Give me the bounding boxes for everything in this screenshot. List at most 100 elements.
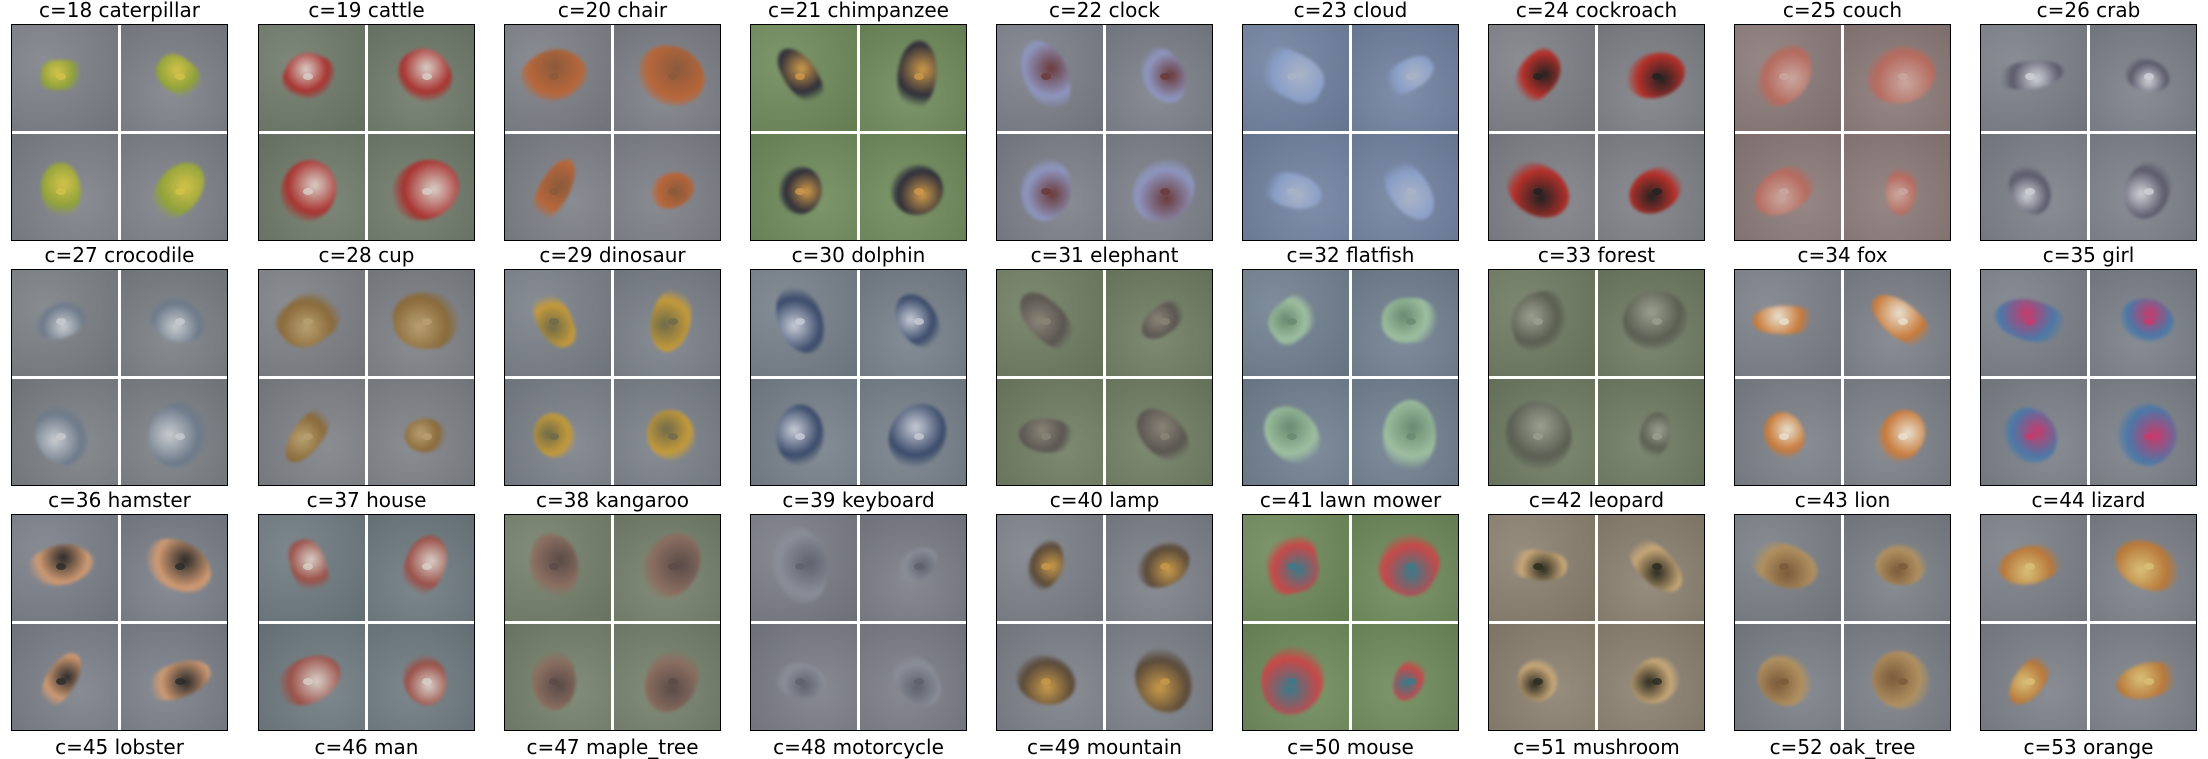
object-detail [1041,73,1051,80]
horizontal-separator [997,376,1212,379]
image-sample [860,515,966,621]
object-detail [914,188,924,195]
image-sample [1735,624,1841,730]
image-sample [12,624,118,730]
image-sample [12,134,118,240]
image-sample [751,515,857,621]
cell-title: c=32 flatfish [1286,243,1415,267]
cell-title: c=29 dinosaur [539,243,686,267]
image-sample [368,379,474,485]
object-detail [795,188,805,195]
object-detail [1160,433,1170,440]
image-sample [2090,624,2196,730]
object-detail [1160,678,1170,685]
generated-image-panel [11,24,228,241]
object-detail [795,433,805,440]
cell-title: c=28 cup [318,243,415,267]
object-detail [303,433,313,440]
object-detail [914,318,924,325]
object-detail [1406,678,1416,685]
cell-title: c=40 lamp [1049,488,1160,512]
object-detail [422,73,432,80]
object-detail [1406,433,1416,440]
image-sample [505,515,611,621]
image-sample [1489,624,1595,730]
horizontal-separator [12,131,227,134]
object-detail [668,678,678,685]
image-sample [121,25,227,131]
image-sample [1489,270,1595,376]
image-sample [1598,379,1704,485]
image-sample [12,270,118,376]
image-sample [860,379,966,485]
image-sample [614,25,720,131]
object-detail [1041,563,1051,570]
generated-image-panel [504,24,721,241]
image-sample [505,624,611,730]
cell-title: c=53 orange [2023,735,2154,759]
image-sample [1106,270,1212,376]
object-detail [2025,433,2035,440]
generated-image-panel [996,24,1213,241]
object-detail [422,188,432,195]
image-sample [860,134,966,240]
image-sample [860,624,966,730]
cell-title: c=50 mouse [1287,735,1414,759]
object-detail [2025,678,2035,685]
object-detail [1406,563,1416,570]
image-sample [2090,515,2196,621]
image-sample [997,134,1103,240]
image-sample [1243,270,1349,376]
cell-title: c=23 cloud [1293,0,1408,22]
object-detail [1160,73,1170,80]
object-detail [1041,318,1051,325]
image-sample [1735,134,1841,240]
image-sample [1598,624,1704,730]
object-detail [175,318,185,325]
object-detail [422,563,432,570]
image-sample [1352,25,1458,131]
object-detail [795,73,805,80]
image-sample [1243,624,1349,730]
cell-title: c=41 lawn mower [1259,488,1442,512]
image-sample [1106,379,1212,485]
cell-title: c=30 dolphin [791,243,926,267]
image-sample [1489,379,1595,485]
generated-image-panel [1734,514,1951,731]
object-detail [1406,318,1416,325]
image-sample [1735,379,1841,485]
image-sample [997,624,1103,730]
horizontal-separator [259,131,474,134]
image-sample [860,270,966,376]
generated-image-panel [1980,269,2197,486]
generated-image-panel [1242,24,1459,241]
image-sample [1844,515,1950,621]
image-sample [259,624,365,730]
object-detail [668,433,678,440]
image-sample [614,270,720,376]
object-detail [1533,563,1543,570]
object-detail [1533,318,1543,325]
object-detail [1533,73,1543,80]
object-detail [1779,678,1789,685]
image-sample [1844,270,1950,376]
image-sample [1352,515,1458,621]
horizontal-separator [1489,376,1704,379]
object-detail [56,563,66,570]
object-detail [1652,73,1662,80]
cell-title: c=48 motorcycle [773,735,944,759]
object-detail [1779,73,1789,80]
cell-title: c=46 man [314,735,419,759]
object-detail [1652,433,1662,440]
object-detail [1652,563,1662,570]
image-sample [2090,379,2196,485]
image-sample [614,379,720,485]
cell-title: c=43 lion [1794,488,1891,512]
object-detail [2025,563,2035,570]
generated-image-panel [1488,514,1705,731]
object-detail [1041,188,1051,195]
cell-title: c=33 forest [1537,243,1656,267]
image-sample [1981,134,2087,240]
object-detail [1533,188,1543,195]
object-detail [1406,73,1416,80]
